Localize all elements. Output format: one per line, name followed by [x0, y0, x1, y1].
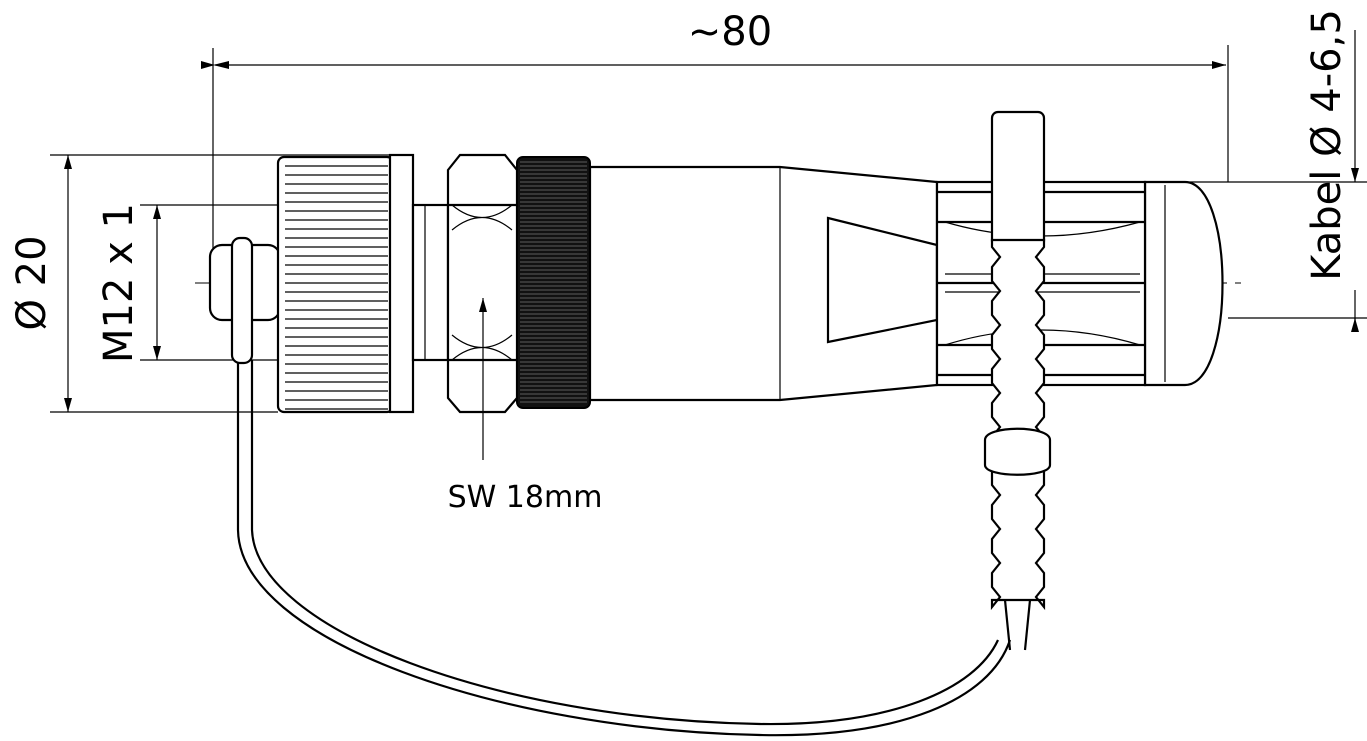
- wrench-size-label: SW 18mm: [448, 480, 603, 515]
- cable-diameter-dimension: Kabel Ø 4-6,5: [1150, 9, 1367, 332]
- knurled-ring: [516, 156, 591, 409]
- wrench-size-callout: SW 18mm: [448, 298, 603, 515]
- outer-diameter-label: Ø 20: [9, 235, 55, 330]
- connector-body: [588, 165, 939, 402]
- cable-diameter-label: Kabel Ø 4-6,5: [1304, 9, 1350, 281]
- thread-label: M12 x 1: [96, 203, 142, 363]
- overall-length-label: ~80: [688, 9, 772, 55]
- front-pin: [208, 236, 282, 365]
- knurled-coupling-nut: [276, 153, 415, 414]
- thread-stub: [411, 203, 450, 362]
- outer-diameter-dimension: Ø 20: [9, 154, 412, 413]
- tether-cable: [236, 360, 1012, 737]
- cap-strap: [983, 110, 1052, 651]
- cable-gland: [935, 180, 1224, 387]
- overall-length-dimension: ~80: [201, 9, 1229, 290]
